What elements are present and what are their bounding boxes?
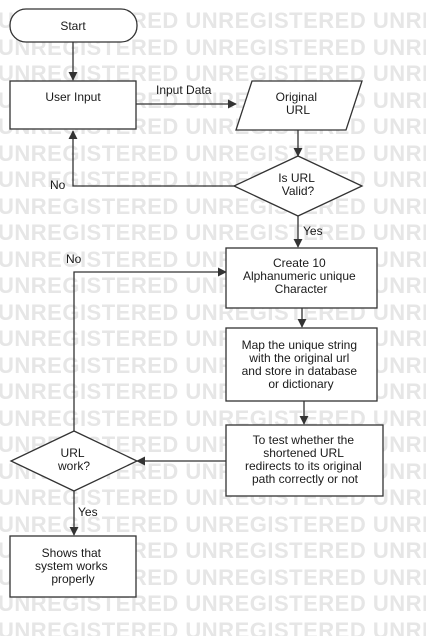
valid-no-label: No [50,178,66,192]
shows-works-box [9,535,137,598]
start-terminal [9,8,138,43]
user-input-label: User Input [45,90,101,104]
start-label: Start [60,19,86,33]
map-string-box [225,327,378,402]
original-url-parallelogram [235,80,363,131]
work-yes-label: Yes [78,505,98,519]
original-url-label: Original URL [276,90,321,117]
work-no-label: No [66,252,82,266]
create-chars-box [225,247,378,309]
valid-yes-label: Yes [303,224,323,238]
url-valid-diamond [232,155,364,217]
url-work-label: URL work? [57,446,90,473]
url-valid-label: Is URL Valid? [278,171,318,198]
input-data-label: Input Data [156,83,212,97]
edge-decision-no [68,130,234,187]
user-input-box [9,80,137,130]
shows-works-label: Shows that system works properly [35,546,111,586]
create-chars-label: Create 10 Alphanumeric unique Character [243,256,359,296]
map-string-label: Map the unique string with the original … [242,338,361,391]
url-work-diamond [9,430,139,492]
test-redirect-label: To test whether the shortened URL redire… [245,433,365,486]
test-redirect-box [225,424,384,497]
edge-work-no [73,267,227,431]
